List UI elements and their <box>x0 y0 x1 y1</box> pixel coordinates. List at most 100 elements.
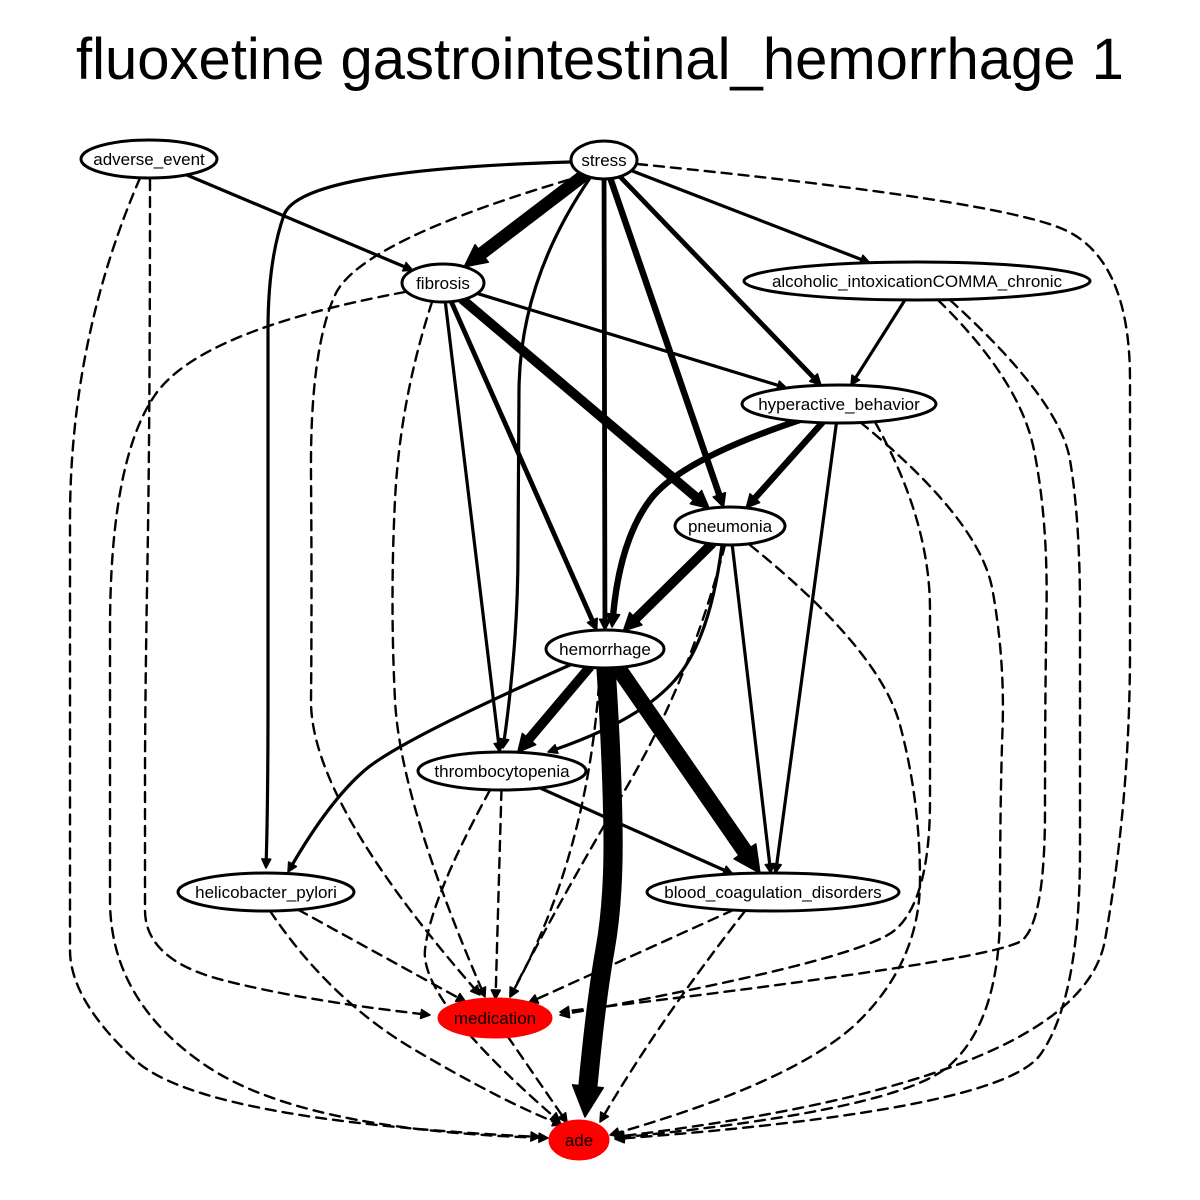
edge-thrombocytopenia-to-ade <box>423 788 556 1119</box>
edge-arrowhead-hemorrhage-to-thrombocytopenia <box>517 732 537 754</box>
node-medication: medication <box>437 997 553 1039</box>
edge-arrowhead-stress-to-hemorrhage <box>598 618 612 631</box>
edge-fibrosis-to-thrombocytopenia <box>443 300 501 747</box>
edge-arrowhead-hyperactive-to-pneumonia <box>745 493 761 509</box>
edge-hyperactive-to-medication <box>566 420 932 1015</box>
edge-fibrosis-to-hemorrhage <box>448 299 596 625</box>
edge-arrowhead-stress-to-helicobacter <box>261 858 272 869</box>
nodes-layer: adverse_event stress fibrosis alcoholic_int… <box>79 138 1092 1161</box>
edge-arrowhead-hyperactive-to-blood_coag <box>771 862 782 874</box>
node-shape-ade <box>548 1119 610 1161</box>
edge-fibrosis-to-pneumonia <box>457 294 703 504</box>
edge-fibrosis-to-ade <box>108 290 542 1139</box>
node-label-hemorrhage: hemorrhage <box>559 640 651 659</box>
edge-arrowhead-helicobacter-to-ade <box>551 1116 563 1127</box>
edge-stress-to-hyperactive <box>617 174 818 382</box>
edge-stress-to-hemorrhage <box>601 176 608 624</box>
edge-arrowhead-fibrosis-to-thrombocytopenia <box>493 741 504 753</box>
edge-hyperactive-to-pneumonia <box>750 419 826 503</box>
edges-layer <box>68 160 1132 1144</box>
node-shape-helicobacter <box>176 871 356 913</box>
node-shape-thrombocytopenia <box>416 750 588 792</box>
node-shape-adverse_event <box>79 138 219 180</box>
edge-stress-to-medication <box>309 173 587 991</box>
edge-arrowhead-fibrosis-to-hemorrhage <box>586 617 598 631</box>
node-label-adverse_event: adverse_event <box>93 150 205 169</box>
node-shape-medication <box>437 997 553 1039</box>
edge-arrowhead-stress-to-pneumonia <box>712 492 727 508</box>
edge-blood_coag-to-medication <box>534 908 735 1001</box>
edge-fibrosis-to-hyperactive <box>475 291 781 388</box>
node-label-fibrosis: fibrosis <box>416 274 470 293</box>
node-shape-blood_coag <box>645 871 901 913</box>
edge-hemorrhage-to-blood_coag <box>609 659 756 863</box>
edge-hemorrhage-to-medication <box>512 666 602 992</box>
edge-pneumonia-to-blood_coag <box>730 543 772 868</box>
edge-adverse_event-to-fibrosis <box>184 173 408 269</box>
edge-hyperactive-to-ade <box>621 420 1005 1139</box>
edge-arrowhead-stress-to-hyperactive <box>808 373 822 387</box>
edge-helicobacter-to-medication <box>296 908 461 1000</box>
node-shape-stress <box>569 139 639 181</box>
edge-fibrosis-to-medication <box>391 300 484 992</box>
edge-helicobacter-to-ade <box>268 909 557 1124</box>
edge-hyperactive-to-blood_coag <box>774 421 839 868</box>
node-adverse_event: adverse_event <box>79 138 219 180</box>
edge-stress-to-fibrosis <box>472 168 591 262</box>
node-label-thrombocytopenia: thrombocytopenia <box>434 762 570 781</box>
edge-stress-to-ade <box>621 162 1132 1138</box>
edge-arrowhead-pneumonia-to-blood_coag <box>764 862 775 874</box>
edge-arrowhead-adverse_event-to-medication <box>419 1008 431 1020</box>
edge-alcoholic-to-ade <box>621 298 1082 1140</box>
node-label-pneumonia: pneumonia <box>688 517 773 536</box>
edge-arrowhead-fibrosis-to-medication <box>476 986 487 998</box>
node-label-medication: medication <box>454 1009 536 1028</box>
edge-arrowhead-blood_coag-to-ade <box>599 1111 610 1123</box>
edge-hemorrhage-to-helicobacter <box>290 663 572 867</box>
edge-arrowhead-hyperactive-to-hemorrhage <box>605 612 621 628</box>
node-thrombocytopenia: thrombocytopenia <box>416 750 588 792</box>
node-shape-pneumonia <box>673 505 787 547</box>
edge-arrowhead-fibrosis-to-pneumonia <box>689 489 710 510</box>
edge-alcoholic-to-medication <box>566 298 1048 1013</box>
node-label-hyperactive: hyperactive_behavior <box>758 395 920 414</box>
node-label-helicobacter: helicobacter_pylori <box>195 883 337 902</box>
edge-arrowhead-hemorrhage-to-medication <box>509 986 520 998</box>
edge-arrowhead-pneumonia-to-ade <box>609 1127 621 1138</box>
edge-arrowhead-hemorrhage-to-ade <box>571 1084 605 1118</box>
edge-arrowhead-hyperactive-to-medication <box>559 1008 571 1019</box>
edge-stress-to-helicobacter <box>264 160 572 862</box>
edge-adverse_event-to-ade <box>68 176 534 1138</box>
edge-hemorrhage-to-ade <box>577 658 623 1101</box>
edge-pneumonia-to-ade <box>616 543 922 1135</box>
edge-arrowhead-pneumonia-to-hemorrhage <box>622 611 643 632</box>
edge-stress-to-pneumonia <box>607 175 724 500</box>
edge-hemorrhage-to-thrombocytopenia <box>522 662 595 746</box>
edge-arrowhead-alcoholic-to-hyperactive <box>850 374 861 386</box>
edge-hyperactive-to-hemorrhage <box>609 416 804 620</box>
diagram-title: fluoxetine gastrointestinal_hemorrhage 1 <box>76 27 1124 92</box>
edge-alcoholic-to-hyperactive <box>853 298 907 381</box>
edge-arrowhead-adverse_event-to-fibrosis <box>401 261 414 272</box>
node-hemorrhage: hemorrhage <box>544 628 666 670</box>
edge-pneumonia-to-medication <box>512 543 727 992</box>
edge-stress-to-thrombocytopenia <box>502 176 592 743</box>
edge-arrowhead-thrombocytopenia-to-medication <box>490 989 502 1000</box>
node-shape-hyperactive <box>740 383 938 425</box>
node-helicobacter: helicobacter_pylori <box>176 871 356 913</box>
edge-medication-to-ade <box>506 1035 564 1118</box>
node-ade: ade <box>548 1119 610 1161</box>
edge-pneumonia-to-hemorrhage <box>629 539 717 626</box>
edge-arrowhead-stress-to-fibrosis <box>463 243 490 268</box>
node-fibrosis: fibrosis <box>400 262 486 304</box>
node-hyperactive: hyperactive_behavior <box>740 383 938 425</box>
edge-arrowhead-pneumonia-to-thrombocytopenia <box>547 744 559 755</box>
node-pneumonia: pneumonia <box>673 505 787 547</box>
edge-stress-to-alcoholic <box>629 168 865 262</box>
node-shape-fibrosis <box>400 262 486 304</box>
node-label-ade: ade <box>565 1131 593 1150</box>
node-stress: stress <box>569 139 639 181</box>
node-label-alcoholic: alcoholic_intoxicationCOMMA_chronic <box>772 272 1063 291</box>
edge-arrowhead-fibrosis-to-ade <box>538 1132 549 1143</box>
